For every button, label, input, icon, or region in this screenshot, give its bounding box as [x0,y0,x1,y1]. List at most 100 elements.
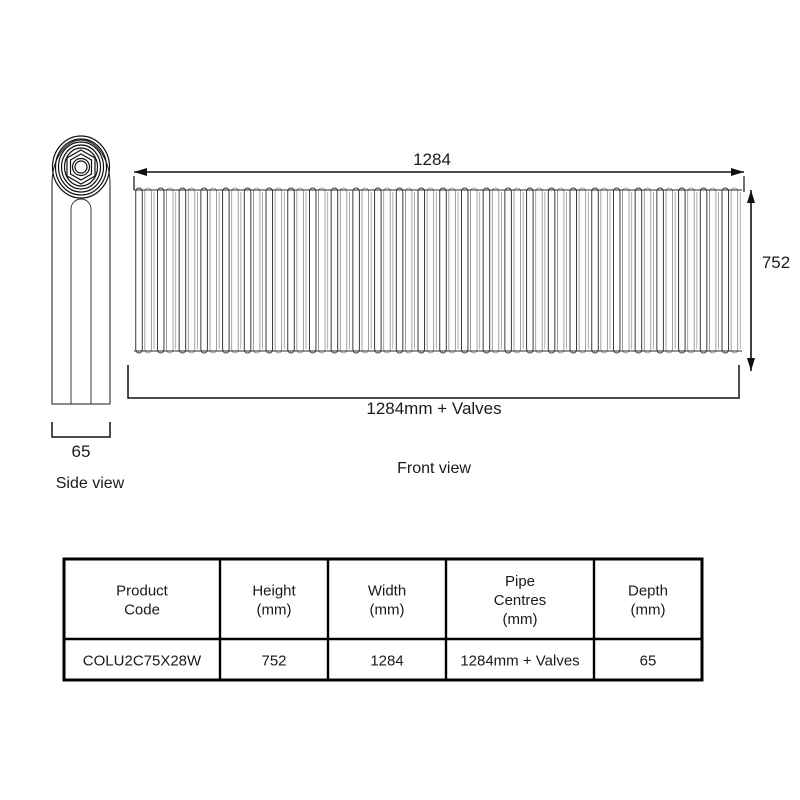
radiator-column [591,187,599,354]
table-header-cell: Code [124,602,160,619]
table-cell-value: 1284mm + Valves [460,653,579,670]
valve-ring-3 [57,141,105,193]
radiator-column [339,187,348,354]
radiator-column [296,187,304,354]
radiator-column [318,187,326,354]
radiator-column [308,187,317,354]
height-arrow-bottom [747,358,755,371]
radiator-column [622,187,630,354]
radiator-column [405,187,413,354]
radiator-column [535,187,543,354]
radiator-column [156,187,165,354]
radiator-column [460,187,469,354]
radiator-column [361,187,369,354]
radiator-column [730,187,739,354]
radiator-column [200,187,208,354]
height-arrow-top [747,190,755,203]
radiator-column [709,187,717,354]
table-header-cell: (mm) [370,602,405,619]
radiator-column [187,187,196,354]
depth-dimension-value: 65 [72,442,91,461]
valve-ring-2 [54,138,108,196]
radiator-column [352,187,360,354]
width-dimension: 1284 [133,150,745,192]
front-view-label: Front view [397,460,471,477]
depth-dimension: 65 [51,422,111,461]
radiator-column [287,187,295,354]
depth-bracket [51,422,111,438]
table-header-cell: Product [116,583,169,600]
valve-ring-1 [51,135,111,199]
radiator-column [448,187,456,354]
radiator-column [253,187,261,354]
front-view-group: 1284 752 1284mm + Valves Front view [127,150,790,477]
radiator-column [656,187,664,354]
pipe-centres-bracket [127,365,740,399]
pipe-centres-dimension: 1284mm + Valves [127,365,740,418]
radiator-column [482,187,491,354]
radiator-column [557,187,565,354]
valve-ring-4 [60,144,102,190]
radiator-columns [135,187,741,354]
table-cell-value: 65 [640,653,657,670]
valve-ring-5 [63,147,99,187]
radiator-column [383,187,391,354]
radiator-column [504,187,512,354]
radiator-column [265,187,274,354]
table-header-cell: Width [368,583,406,600]
pipe-centres-value: 1284mm + Valves [366,399,501,418]
valve-hexagon-outer [66,149,96,185]
table-cell-product-code: COLU2C75X28W [83,653,202,670]
side-view-label: Side view [56,475,125,492]
valve-bore-inner [74,160,88,174]
table-header-cell: (mm) [257,602,292,619]
side-view-valve-detail [51,135,111,199]
table-header-cell: Pipe [505,573,535,590]
radiator-column [222,187,230,354]
width-arrow-left [134,168,147,176]
table-cell-value: 1284 [370,653,403,670]
table-outer-border [62,557,704,682]
radiator-column [395,187,404,354]
radiator-column [439,187,447,354]
radiator-column [721,187,730,354]
radiator-column [209,187,217,354]
table-header-cell: Depth [628,583,668,600]
radiator-column [274,187,283,354]
radiator-column [578,187,587,354]
radiator-column [374,187,382,354]
radiator-column [699,187,708,354]
radiator-column [665,187,673,354]
side-view-group: 65 Side view [51,135,125,492]
radiator-column [600,187,608,354]
radiator-column [231,187,239,354]
radiator-column [144,187,152,354]
radiator-column [526,187,534,354]
table-header-cell: Height [252,583,296,600]
radiator-column [178,187,187,354]
valve-hexagon-inner [69,153,93,181]
radiator-column [417,187,426,354]
radiator-column [643,187,652,354]
radiator-column [470,187,478,354]
radiator-column [634,187,643,354]
height-dimension-value: 752 [762,253,790,272]
height-dimension: 752 [747,190,790,371]
width-arrow-right [731,168,744,176]
table-header-cell: (mm) [631,602,666,619]
table-cell-value: 752 [261,653,286,670]
radiator-column [678,187,686,354]
width-dimension-value: 1284 [413,150,451,169]
radiator-column [547,187,556,354]
radiator-column [243,187,252,354]
radiator-column [330,187,339,354]
radiator-column [612,187,621,354]
radiator-column [687,187,695,354]
table-header-cell: Centres [494,592,547,609]
radiator-column [491,187,500,354]
side-view-column-slot [70,198,92,404]
radiator-column [569,187,578,354]
